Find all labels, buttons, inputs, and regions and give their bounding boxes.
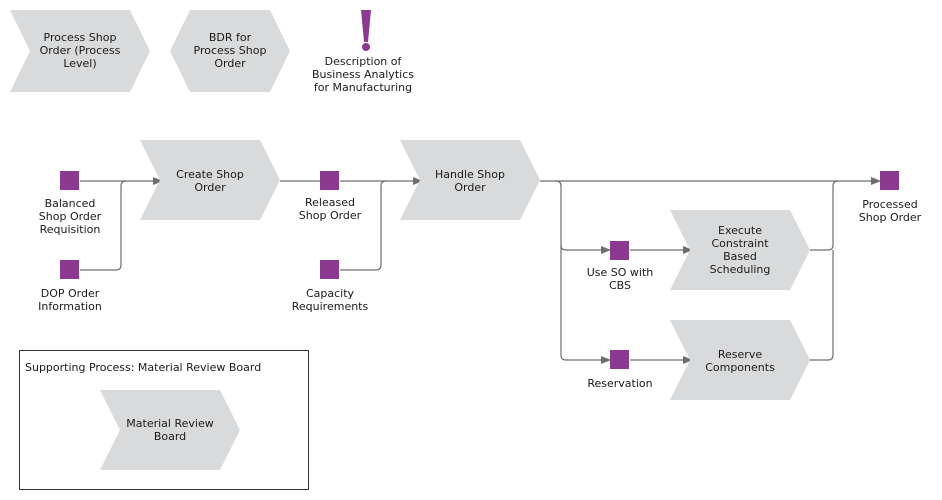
description-label: Description of Business Analytics for Ma… [312, 55, 414, 94]
processed-shop-order-square[interactable] [880, 171, 899, 190]
balanced-requisition-label: Balanced Shop Order Requisition [38, 197, 102, 236]
processed-shop-order-label: Processed Shop Order [858, 198, 922, 224]
dop-order-information-square[interactable] [60, 260, 79, 279]
dop-order-information-label: DOP Order Information [38, 287, 102, 313]
create-shop-order-label: Create Shop Order [176, 168, 244, 194]
execute-cbs-label: Execute Constraint Based Scheduling [709, 224, 771, 276]
supporting-process-frame [19, 350, 309, 490]
connectors [80, 177, 881, 364]
reserve-components-chevron[interactable] [670, 320, 810, 400]
material-review-board-chevron[interactable] [100, 390, 240, 470]
handle-shop-order-chevron[interactable] [400, 140, 540, 220]
reservation-label: Reservation [587, 377, 653, 390]
supporting-process-title: Supporting Process: Material Review Boar… [25, 361, 262, 374]
exclamation-icon [361, 10, 371, 51]
material-review-board-label: Material Review Board [126, 417, 214, 443]
process-level-chevron[interactable] [10, 10, 150, 92]
capacity-requirements-square[interactable] [320, 260, 339, 279]
balanced-requisition-square[interactable] [60, 171, 79, 190]
reservation-square[interactable] [610, 350, 629, 369]
execute-cbs-chevron[interactable] [670, 210, 810, 290]
reserve-components-label: Reserve Components [705, 348, 775, 374]
released-shop-order-label: Released Shop Order [298, 196, 362, 222]
bdr-label: BDR for Process Shop Order [193, 31, 267, 70]
handle-shop-order-label: Handle Shop Order [435, 168, 505, 194]
process-level-label: Process Shop Order (Process Level) [39, 31, 121, 70]
bdr-hexagon[interactable] [170, 10, 290, 92]
released-shop-order-square[interactable] [320, 171, 339, 190]
use-so-with-cbs-label: Use SO with CBS [586, 266, 654, 292]
use-so-with-cbs-square[interactable] [610, 241, 629, 260]
create-shop-order-chevron[interactable] [140, 140, 280, 220]
capacity-requirements-label: Capacity Requirements [291, 287, 369, 313]
